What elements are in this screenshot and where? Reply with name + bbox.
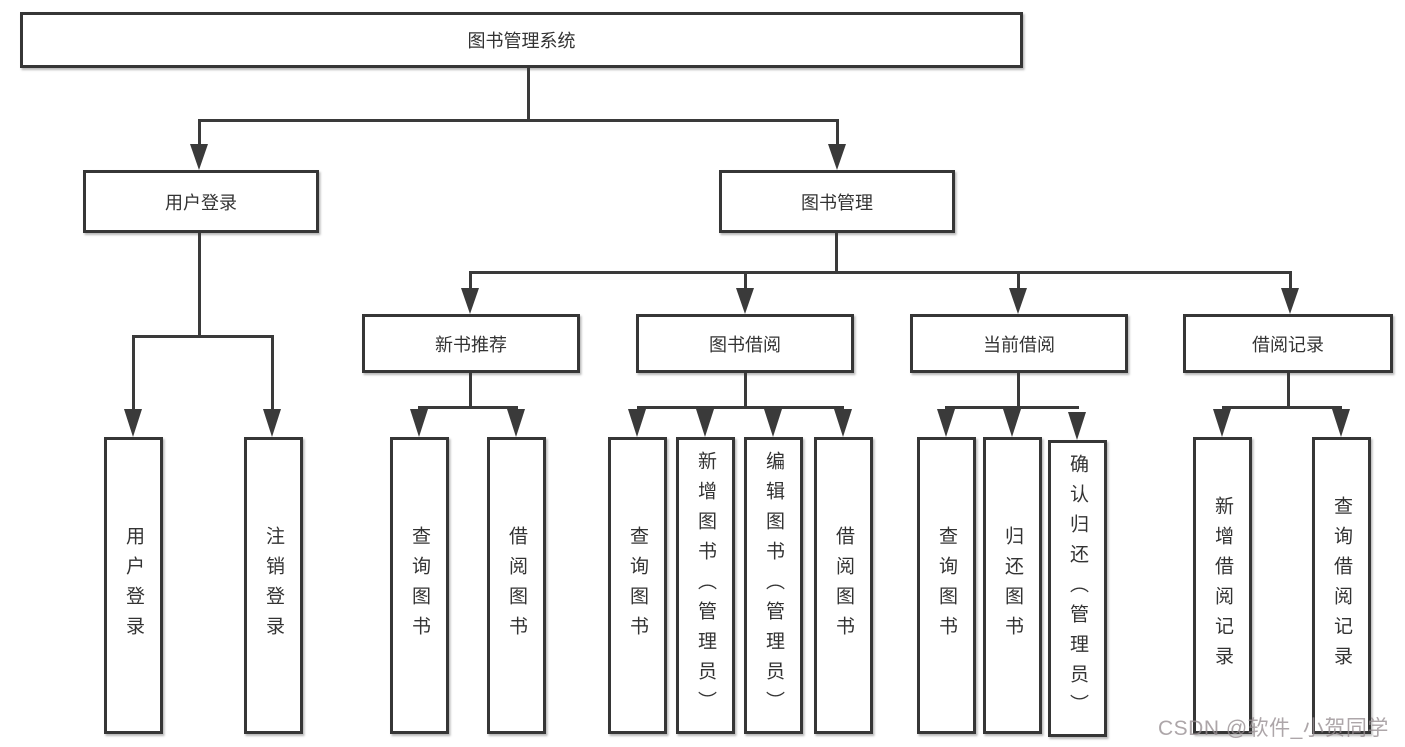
connector-line — [835, 233, 838, 274]
arrow-down-icon — [736, 288, 754, 314]
node-query-books-recommend: 查询图书 — [390, 437, 449, 734]
node-user-login-leaf: 用户登录 — [104, 437, 163, 734]
node-label: 图书管理 — [801, 192, 873, 213]
node-label: 新增借阅记录 — [1212, 495, 1233, 676]
arrow-down-icon — [190, 144, 208, 170]
connector-line — [198, 233, 201, 337]
connector-line — [1017, 271, 1020, 291]
node-label: 查询图书 — [409, 525, 430, 646]
node-book-management: 图书管理 — [719, 170, 955, 233]
node-current-borrowing: 当前借阅 — [910, 314, 1128, 373]
node-label: 图书借阅 — [709, 334, 781, 355]
arrow-down-icon — [410, 409, 428, 437]
node-add-borrow-record: 新增借阅记录 — [1193, 437, 1252, 734]
connector-line — [469, 373, 472, 409]
node-label: 查询图书 — [936, 525, 957, 646]
connector-line — [469, 271, 472, 291]
node-label: 用户登录 — [123, 525, 144, 646]
node-label: 借阅图书 — [506, 525, 527, 646]
connector-line — [418, 406, 518, 409]
connector-line — [198, 119, 201, 147]
node-label: 注销登录 — [263, 525, 284, 646]
connector-line — [469, 271, 1292, 274]
node-query-books-borrow: 查询图书 — [608, 437, 667, 734]
arrow-down-icon — [937, 409, 955, 437]
arrow-down-icon — [828, 144, 846, 170]
arrow-down-icon — [834, 409, 852, 437]
connector-line — [637, 406, 844, 409]
connector-line — [132, 335, 274, 338]
connector-line — [527, 68, 530, 120]
node-label: 编辑图书（管理员） — [763, 450, 784, 721]
node-confirm-return-admin: 确认归还（管理员） — [1048, 440, 1107, 737]
arrow-down-icon — [764, 409, 782, 437]
node-borrow-books-recommend: 借阅图书 — [487, 437, 546, 734]
arrow-down-icon — [461, 288, 479, 314]
node-return-book: 归还图书 — [983, 437, 1042, 734]
arrow-down-icon — [628, 409, 646, 437]
node-user-login: 用户登录 — [83, 170, 319, 233]
node-label: 新书推荐 — [435, 334, 507, 355]
arrow-down-icon — [124, 409, 142, 437]
connector-line — [1222, 406, 1342, 409]
node-book-borrowing: 图书借阅 — [636, 314, 854, 373]
node-label: 归还图书 — [1002, 525, 1023, 646]
connector-line — [1017, 373, 1020, 409]
connector-line — [744, 373, 747, 409]
connector-line — [132, 335, 135, 411]
node-label: 图书管理系统 — [467, 31, 576, 51]
node-label: 借阅图书 — [833, 525, 854, 646]
node-label: 当前借阅 — [983, 334, 1055, 355]
connector-line — [836, 119, 839, 147]
arrow-down-icon — [263, 409, 281, 437]
arrow-down-icon — [507, 409, 525, 437]
node-logout: 注销登录 — [244, 437, 303, 734]
watermark-text: CSDN @软件_小贺同学 — [1158, 717, 1389, 740]
node-label: 查询借阅记录 — [1331, 495, 1352, 676]
node-label: 查询图书 — [627, 525, 648, 646]
node-query-borrow-record: 查询借阅记录 — [1312, 437, 1371, 734]
node-label: 新增图书（管理员） — [695, 450, 716, 721]
node-new-book-recommend: 新书推荐 — [362, 314, 580, 373]
node-label: 借阅记录 — [1252, 334, 1324, 355]
arrow-down-icon — [1068, 412, 1086, 440]
node-label: 确认归还（管理员） — [1067, 453, 1088, 724]
node-edit-book-admin: 编辑图书（管理员） — [744, 437, 803, 734]
node-label: 用户登录 — [165, 192, 237, 213]
connector-line — [271, 335, 274, 411]
node-library-system: 图书管理系统 — [20, 12, 1023, 68]
connector-line — [744, 271, 747, 291]
arrow-down-icon — [1009, 288, 1027, 314]
connector-line — [198, 119, 839, 122]
node-add-book-admin: 新增图书（管理员） — [676, 437, 735, 734]
arrow-down-icon — [696, 409, 714, 437]
node-borrow-books-leaf: 借阅图书 — [814, 437, 873, 734]
node-query-books-current: 查询图书 — [917, 437, 976, 734]
node-borrowing-records: 借阅记录 — [1183, 314, 1393, 373]
arrow-down-icon — [1332, 409, 1350, 437]
connector-line — [945, 406, 1079, 409]
arrow-down-icon — [1281, 288, 1299, 314]
connector-line — [1287, 373, 1290, 409]
arrow-down-icon — [1003, 409, 1021, 437]
arrow-down-icon — [1213, 409, 1231, 437]
connector-line — [1289, 271, 1292, 291]
